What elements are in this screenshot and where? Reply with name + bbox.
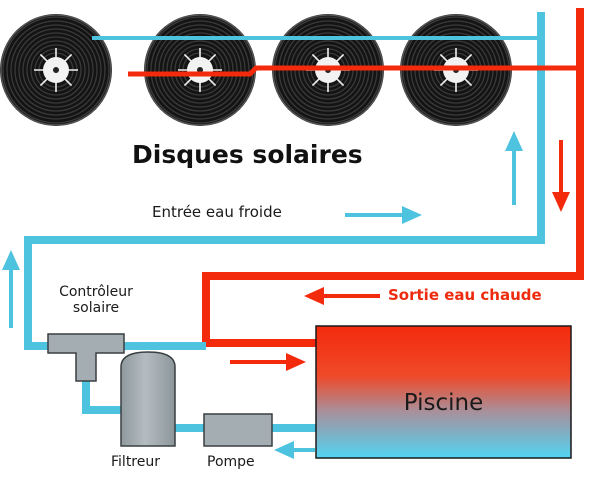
pool-return-arrow-icon	[274, 441, 315, 459]
hot-down-arrow-icon	[552, 140, 570, 212]
pump	[203, 413, 273, 447]
controller-label-line2: solaire	[72, 300, 120, 317]
hot-outlet-arrow-icon	[304, 287, 380, 305]
filter-tank	[120, 351, 176, 447]
cold-inlet-label: Entrée eau froide	[152, 203, 282, 221]
solar-controller	[47, 333, 125, 382]
pump-label: Pompe	[207, 454, 255, 470]
cold-inlet-arrow-icon	[345, 206, 422, 224]
pool-label: Piscine	[403, 390, 484, 416]
diagram-title: Disques solaires	[132, 140, 363, 169]
solar-disc-icon	[0, 14, 112, 126]
hot-outlet-label: Sortie eau chaude	[388, 286, 542, 304]
filter-label: Filtreur	[111, 454, 160, 470]
pool	[315, 325, 572, 459]
cold-water-pipe	[24, 12, 545, 350]
riser-up-arrow-icon	[505, 131, 523, 205]
controller-label: Contrôleur solaire	[42, 284, 150, 316]
pool-inlet-arrow-icon	[230, 353, 306, 371]
left-up-arrow-icon	[2, 250, 20, 328]
flow-arrows	[2, 131, 570, 459]
hot-water-pipe	[128, 8, 584, 347]
solar-disc-icon	[144, 14, 256, 126]
controller-label-line1: Contrôleur	[59, 284, 133, 300]
